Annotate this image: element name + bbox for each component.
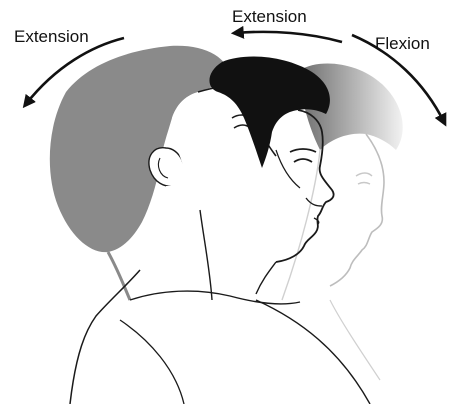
flexed-head-eye [356,173,372,184]
neutral-head-neck-back [200,210,212,300]
shirt-strap-left [120,320,184,404]
extension-label-left: Extension [14,28,89,45]
neutral-head-neck-front [256,262,276,294]
flexion-label: Flexion [375,35,430,52]
shirt-strap-right [256,300,370,404]
shirt-collar [130,291,300,304]
extension-label-top: Extension [232,8,307,25]
chest-line [330,300,380,380]
flexed-head-face-outline [330,134,384,286]
neutral-head-eye [290,149,316,162]
torso [70,270,380,404]
curved-arrow-top-icon [236,32,342,42]
torso-outline [70,270,140,404]
flexed-head-neck-outline [282,150,320,300]
